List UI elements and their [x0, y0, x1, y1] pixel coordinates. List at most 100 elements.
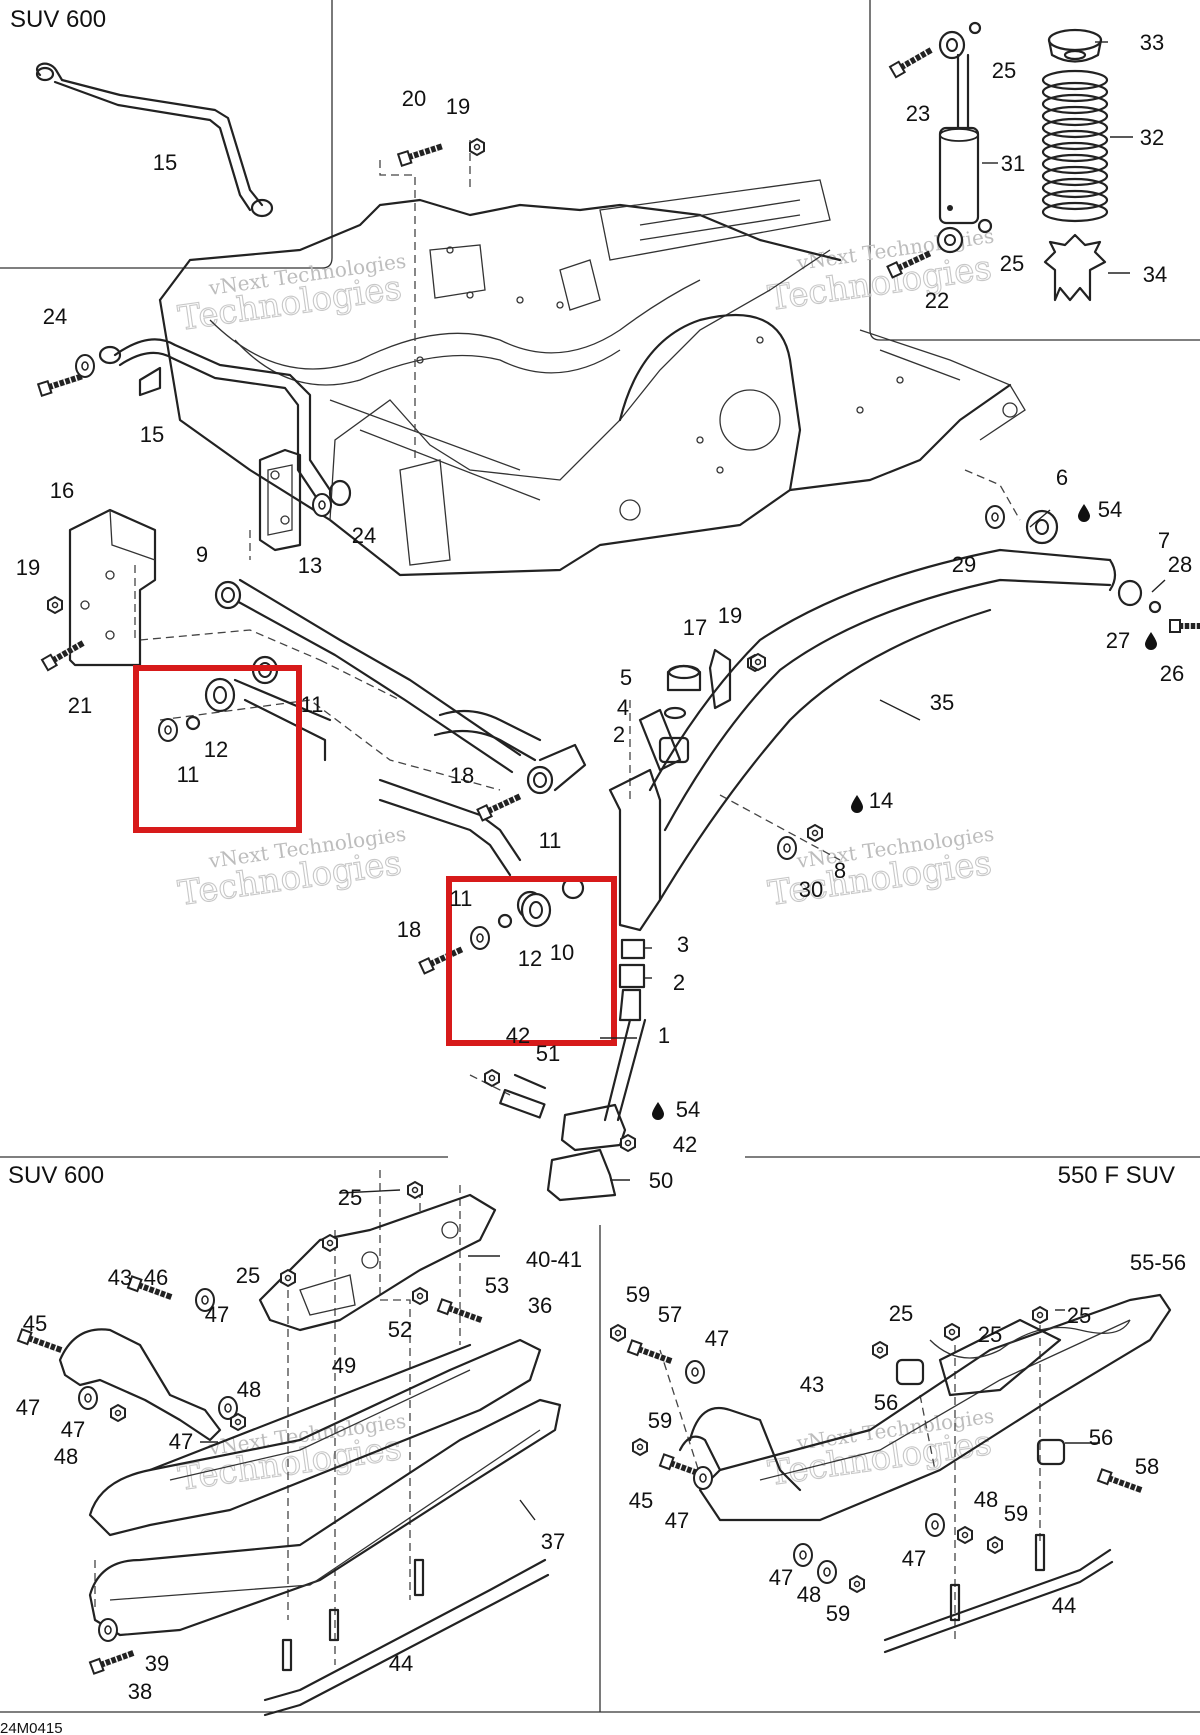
callout: 56: [874, 1390, 898, 1415]
callout: 12: [204, 737, 228, 762]
callout: 47: [169, 1429, 193, 1454]
highlight-box-left-bushings: [133, 665, 302, 833]
callout: 25: [992, 58, 1016, 83]
spindle-and-trailing-arm: [484, 548, 1117, 1202]
callout: 5: [620, 665, 632, 690]
callout: 34: [1143, 262, 1167, 287]
steering-hardware: [658, 648, 823, 860]
callout: 38: [128, 1679, 152, 1704]
callout: 45: [23, 1311, 47, 1336]
callout: 21: [68, 693, 92, 718]
callout: 44: [389, 1651, 413, 1676]
callout: 10: [550, 940, 574, 965]
callout: 54: [676, 1097, 700, 1122]
callout: 8: [834, 858, 846, 883]
chassis-frame: [158, 179, 1026, 577]
lower-a-arm-10: [233, 655, 544, 920]
callout: 47: [902, 1546, 926, 1571]
callout: 43: [108, 1265, 132, 1290]
callout: 24: [352, 523, 376, 548]
watermark-top-left: vNext Technologies Technologies: [175, 249, 407, 340]
inset-stabilizer-link: [35, 62, 274, 218]
callout: 50: [649, 1168, 673, 1193]
callout: 15: [153, 150, 177, 175]
callout: 42: [506, 1023, 530, 1048]
callout: 47: [16, 1395, 40, 1420]
callout: 31: [1001, 151, 1025, 176]
callout: 12: [518, 946, 542, 971]
callout: 25: [978, 1322, 1002, 1347]
callout: 17: [683, 615, 707, 640]
callout: 47: [205, 1302, 229, 1327]
callout: 6: [1056, 465, 1068, 490]
callout: 57: [658, 1302, 682, 1327]
callout: 48: [54, 1444, 78, 1469]
callout: 11: [177, 762, 200, 787]
callout: 27: [1106, 628, 1130, 653]
callout: 20: [402, 86, 426, 111]
fasteners-24: [38, 354, 352, 517]
callout: 39: [145, 1651, 169, 1676]
callout: 30: [799, 877, 823, 902]
callout: 25: [236, 1263, 260, 1288]
callout: 43: [800, 1372, 824, 1397]
callout: 7: [1158, 528, 1170, 553]
callout: 35: [930, 690, 954, 715]
callout: 40-41: [526, 1247, 582, 1272]
callout: 23: [906, 101, 930, 126]
callout: 52: [388, 1317, 412, 1342]
assembly-lines: [94, 140, 1041, 1665]
inset-shock-absorber: [887, 21, 993, 277]
callout: 47: [769, 1565, 793, 1590]
bracket-13: [258, 448, 302, 552]
callout: 37: [541, 1529, 565, 1554]
callout: 46: [144, 1265, 168, 1290]
callout: 25: [338, 1185, 362, 1210]
callout: 24: [43, 304, 67, 329]
watermark-mid-left: vNext Technologies Technologies: [175, 822, 407, 915]
callout: 47: [665, 1508, 689, 1533]
callout: 22: [925, 288, 949, 313]
stabilizer-bar-15: [98, 338, 332, 502]
pivot-hardware: [985, 505, 1200, 632]
callout: 11: [450, 886, 473, 911]
callout: 19: [446, 94, 470, 119]
callout: 56: [1089, 1425, 1113, 1450]
callout: 44: [1052, 1593, 1076, 1618]
callout: 15: [140, 422, 164, 447]
callout: 9: [196, 542, 208, 567]
callout: 54: [1098, 497, 1122, 522]
callout: 28: [1168, 552, 1192, 577]
callout: 36: [528, 1293, 552, 1318]
callout: 47: [61, 1417, 85, 1442]
callout: 48: [974, 1487, 998, 1512]
ski-assembly-suv600: [18, 1181, 562, 1717]
callout: 3: [677, 932, 689, 957]
figure-code: 24M0415: [0, 1720, 63, 1735]
callout: 16: [50, 478, 74, 503]
leader-lines: [200, 41, 1166, 1521]
callout: 25: [1000, 251, 1024, 276]
callout: 29: [952, 552, 976, 577]
ski-assembly-550f: [610, 1293, 1172, 1654]
callout: 45: [629, 1488, 653, 1513]
callout: 25: [889, 1301, 913, 1326]
bracket-16: [68, 508, 157, 667]
callout: 59: [626, 1282, 650, 1307]
callout: 58: [1135, 1454, 1159, 1479]
inset-spring: [1041, 28, 1109, 302]
callout: 18: [450, 763, 474, 788]
callout: 51: [536, 1041, 560, 1066]
callout: 2: [673, 970, 685, 995]
callout: 48: [797, 1582, 821, 1607]
callout: 33: [1140, 30, 1164, 55]
callout: 2: [613, 722, 625, 747]
callout: 55-56: [1130, 1250, 1186, 1275]
panel-label-bottom-left: SUV 600: [8, 1162, 104, 1189]
callout: 11: [539, 828, 562, 853]
highlight-box-right-bushings: [419, 876, 617, 1046]
callout: 49: [332, 1353, 356, 1378]
